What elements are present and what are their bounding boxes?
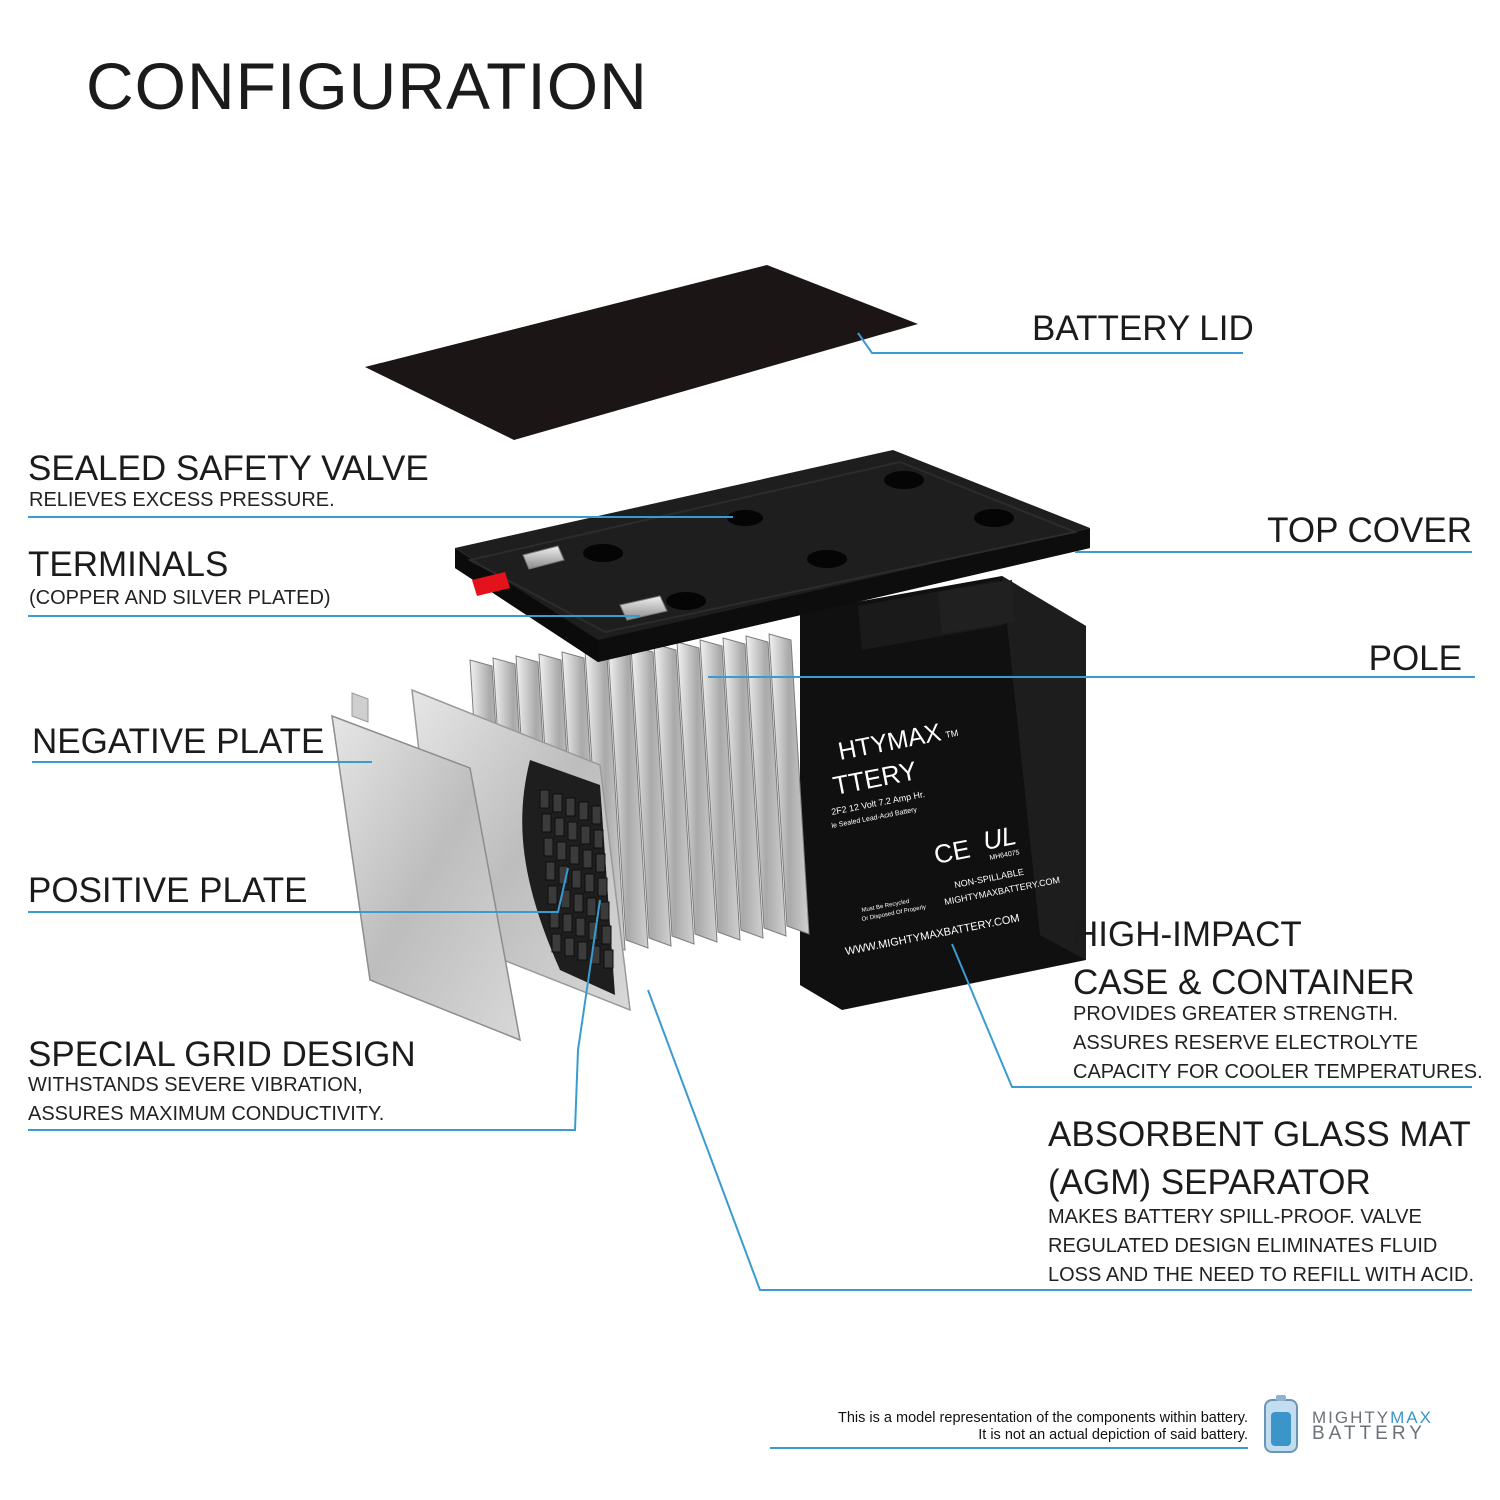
label-agm-desc-3: LOSS AND THE NEED TO REFILL WITH ACID.	[1048, 1264, 1475, 1286]
label-top-cover: TOP COVER	[1267, 511, 1472, 550]
grid-cell	[593, 829, 604, 849]
grid-cell	[545, 861, 556, 881]
footnote: This is a model representation of the co…	[838, 1410, 1248, 1444]
grid-cell	[582, 849, 593, 869]
grid-cell	[543, 837, 554, 857]
grid-cell	[567, 821, 578, 841]
label-sealed-valve: SEALED SAFETY VALVE	[28, 449, 429, 488]
grid-cell	[551, 933, 562, 953]
logo-word-mighty: MIGHTY	[1312, 1408, 1391, 1427]
battery-logo-icon	[1264, 1395, 1298, 1453]
label-grid-desc-1: WITHSTANDS SEVERE VIBRATION,	[28, 1074, 363, 1096]
terminals	[522, 545, 668, 621]
grid-cell	[571, 869, 582, 889]
battery-lid	[365, 265, 918, 440]
grid-cell	[547, 885, 558, 905]
grid-cell	[584, 873, 595, 893]
grid-cell	[539, 789, 550, 809]
grid-cell	[595, 853, 606, 873]
grid-cell	[569, 845, 580, 865]
battery-case	[800, 576, 1086, 1010]
leader-grid	[28, 899, 601, 1131]
leader-case	[951, 943, 1472, 1088]
grid-cell	[573, 893, 584, 913]
leader-agm	[647, 989, 1472, 1291]
grid-cell	[601, 925, 612, 945]
label-agm-desc-2: REGULATED DESIGN ELIMINATES FLUID	[1048, 1235, 1438, 1257]
grid-cell	[586, 897, 597, 917]
grid-cell	[552, 793, 563, 813]
grid-cell	[562, 913, 573, 933]
page-title: CONFIGURATION	[86, 49, 648, 123]
label-grid-desc-2: ASSURES MAXIMUM CONDUCTIVITY.	[28, 1103, 385, 1125]
label-pole: POLE	[1368, 639, 1462, 678]
logo-word-battery: BATTERY	[1312, 1423, 1426, 1444]
grid-cell	[577, 941, 588, 961]
label-agm-line-1: ABSORBENT GLASS MAT	[1048, 1115, 1471, 1154]
label-case-line-2: CASE & CONTAINER	[1073, 963, 1415, 1002]
top-cover	[455, 450, 1090, 662]
grid-cell	[541, 813, 552, 833]
plate-fin	[768, 633, 810, 935]
grid-cell	[580, 825, 591, 845]
grid-cell	[599, 901, 610, 921]
leader-positive-plate	[28, 867, 569, 913]
leader-battery-lid	[857, 332, 1243, 354]
grid-cell	[575, 917, 586, 937]
label-case-desc-1: PROVIDES GREATER STRENGTH.	[1073, 1003, 1399, 1025]
label-case-line-1: HIGH-IMPACT	[1073, 915, 1302, 954]
label-negative-plate: NEGATIVE PLATE	[32, 722, 325, 761]
label-battery-lid: BATTERY LID	[1032, 309, 1254, 348]
ce-mark: CE	[931, 834, 972, 870]
label-terminals: TERMINALS	[28, 545, 229, 584]
grid-cell	[565, 797, 576, 817]
footnote-line-2: It is not an actual depiction of said ba…	[978, 1427, 1248, 1443]
label-case-desc-2: ASSURES RESERVE ELECTROLYTE	[1073, 1032, 1418, 1054]
grid-cell	[554, 817, 565, 837]
grid-cell	[578, 801, 589, 821]
label-agm-desc-1: MAKES BATTERY SPILL-PROOF. VALVE	[1048, 1206, 1422, 1228]
label-grid: SPECIAL GRID DESIGN	[28, 1035, 416, 1074]
label-sealed-valve-desc: RELIEVES EXCESS PRESSURE.	[29, 489, 335, 511]
logo-word-max: MAX	[1390, 1408, 1433, 1427]
plate-fin	[699, 639, 741, 941]
plate-fin	[722, 637, 764, 939]
label-terminals-desc: (COPPER AND SILVER PLATED)	[29, 587, 331, 609]
label-positive-plate: POSITIVE PLATE	[28, 871, 308, 910]
label-case-desc-3: CAPACITY FOR COOLER TEMPERATURES.	[1073, 1061, 1483, 1083]
negative-plate	[331, 714, 521, 1042]
grid-cell	[597, 877, 608, 897]
negative-plate-tab	[351, 692, 369, 723]
label-tm: TM	[944, 728, 959, 740]
plate-fin	[653, 643, 695, 945]
label-agm-line-2: (AGM) SEPARATOR	[1048, 1163, 1371, 1202]
brand-logo: MIGHTYMAX BATTERY	[1312, 1408, 1433, 1444]
ul-mark: UL	[980, 820, 1018, 856]
footnote-line-1: This is a model representation of the co…	[838, 1410, 1248, 1426]
grid-cell	[556, 841, 567, 861]
grid-cell	[591, 805, 602, 825]
grid-pattern	[539, 789, 614, 969]
plate-fin	[745, 635, 787, 937]
grid-cell	[564, 937, 575, 957]
grid-cell	[603, 949, 614, 969]
plate-fin	[676, 641, 718, 943]
leader-lines	[28, 332, 1475, 1449]
grid-cell	[549, 909, 560, 929]
